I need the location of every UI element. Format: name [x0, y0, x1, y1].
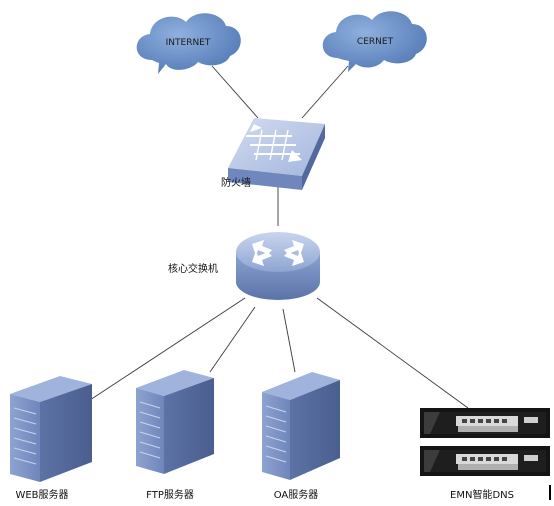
link-switch-dns: [316, 297, 469, 409]
cloud-label: INTERNET: [166, 38, 211, 48]
ftp-server: FTP服务器: [136, 370, 214, 501]
dns-appliance: [420, 408, 550, 438]
dns-appliance: [420, 446, 550, 476]
dns-label: EMN智能DNS: [450, 488, 514, 501]
firewall-device: 防火墙: [221, 118, 325, 190]
firewall-front: [228, 168, 302, 190]
server-slots-icon: [139, 401, 161, 459]
cernet-cloud: CERNET: [322, 11, 427, 72]
firewall-top: [228, 118, 325, 176]
cloud-icon: [322, 11, 427, 72]
link-cernet-firewall: [301, 65, 349, 119]
oa-server-label: OA服务器: [274, 488, 319, 501]
cloud-icon: [136, 13, 241, 74]
firewall-icon: [246, 124, 302, 162]
firewall-label: 防火墙: [221, 176, 251, 189]
link-switch-oa: [282, 308, 296, 373]
link-switch-ftp: [209, 306, 256, 373]
internet-cloud: INTERNET: [136, 13, 241, 74]
link-switch-web: [89, 297, 246, 401]
switch-top: [236, 232, 320, 272]
firewall-side: [302, 124, 325, 190]
dns-appliance-stack: EMN智能DNS: [420, 408, 551, 501]
cloud-label: CERNET: [357, 37, 394, 47]
web-server: WEB服务器: [10, 376, 92, 501]
core-switch-device: 核心交换机: [168, 232, 320, 300]
connection-lines: [89, 65, 469, 409]
core-switch-label: 核心交换机: [168, 262, 218, 275]
cursor-mark: [549, 485, 551, 500]
oa-server: OA服务器: [262, 372, 340, 501]
server-slots-icon: [265, 405, 287, 463]
ftp-server-label: FTP服务器: [146, 488, 194, 501]
web-server-label: WEB服务器: [15, 488, 68, 501]
switch-arrows-icon: [252, 240, 304, 266]
server-slots-icon: [13, 407, 37, 465]
link-internet-firewall: [211, 65, 259, 119]
